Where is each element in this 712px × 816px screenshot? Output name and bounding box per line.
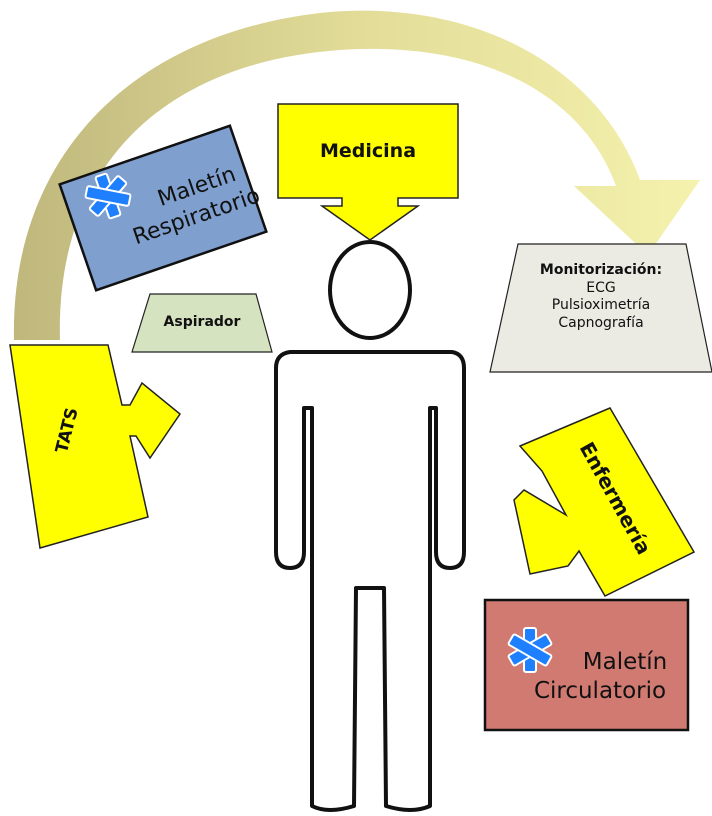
monitorizacion-label: Monitorización: ECG Pulsioximetría Capno… xyxy=(490,262,712,332)
monitorizacion-shape xyxy=(489,243,712,373)
patient-head xyxy=(328,240,412,340)
maletin-circulatorio-box xyxy=(483,598,690,732)
patient-figure xyxy=(274,240,466,812)
aspirador-shape xyxy=(131,293,273,353)
monitorizacion-item: Pulsioximetría xyxy=(551,297,651,313)
maletin-circulatorio-label: Maletín Circulatorio xyxy=(510,648,690,706)
monitorizacion-item: Capnografía xyxy=(558,314,644,331)
medicina-label: Medicina xyxy=(319,140,417,162)
circular-flow-arrow xyxy=(13,10,700,341)
maletin-circulatorio-line1: Maletín xyxy=(582,649,668,675)
maletin-circulatorio-line2: Circulatorio xyxy=(533,677,667,704)
monitorizacion-title: Monitorización: xyxy=(539,262,663,278)
maletin-respiratorio-box xyxy=(58,124,268,292)
medicina-callout xyxy=(277,103,459,241)
aspirador-label: Aspirador xyxy=(163,314,241,330)
enfermeria-arrow xyxy=(513,407,696,597)
tats-arrow xyxy=(9,344,182,549)
patient-body xyxy=(274,350,466,812)
monitorizacion-item: ECG xyxy=(586,279,616,296)
